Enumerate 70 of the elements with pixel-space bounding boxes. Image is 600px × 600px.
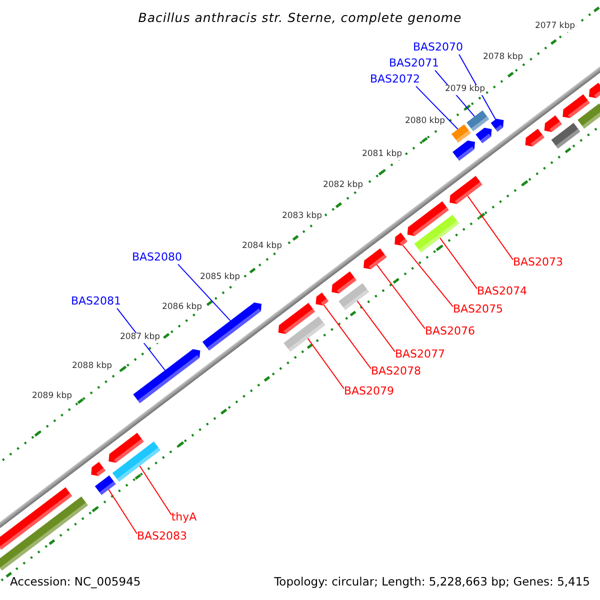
gene-feature — [133, 349, 200, 404]
leader-line — [416, 86, 458, 130]
scale-label: 2080 kbp — [404, 117, 446, 127]
gene-bar — [0, 487, 72, 550]
gene-feature — [490, 118, 504, 132]
gene-label: thyA — [171, 512, 197, 524]
gene-label: BAS2070 — [412, 42, 464, 54]
gene-feature — [316, 292, 329, 306]
gene-label: BAS2076 — [424, 326, 476, 338]
gene-feature — [278, 302, 316, 334]
scale-label: 2084 kbp — [240, 242, 284, 252]
scale-label: 2081 kbp — [360, 150, 404, 160]
gene-label: BAS2072 — [370, 74, 420, 86]
leader-line — [139, 466, 172, 516]
gene-feature — [91, 462, 106, 476]
gene-label: BAS2081 — [70, 296, 122, 308]
gene-bar — [551, 122, 580, 149]
scale-label: 2089 kbp — [30, 392, 74, 402]
leader-line — [467, 195, 514, 260]
gene-feature — [364, 248, 387, 270]
gene-bar — [466, 110, 490, 132]
gene-feature — [452, 140, 475, 161]
leader-line — [108, 489, 138, 534]
gene-feature — [450, 176, 482, 204]
gene-bar — [112, 442, 160, 482]
gene-feature — [407, 201, 449, 236]
leader-line — [402, 244, 454, 308]
leader-line — [356, 300, 396, 352]
gene-feature — [544, 115, 562, 132]
scale-label: 2086 kbp — [160, 303, 204, 313]
scale-label: 2087 kbp — [118, 333, 162, 343]
gene-feature — [332, 271, 356, 294]
gene-feature — [108, 432, 144, 463]
gene-feature — [562, 94, 590, 118]
gene-label: BAS2078 — [370, 366, 422, 378]
gene-bar — [578, 104, 600, 129]
scale-label: 2088 kbp — [70, 362, 114, 372]
gene-label: BAS2079 — [344, 386, 394, 398]
accession-label: Accession: NC_005945 — [10, 575, 141, 589]
gene-label: BAS2071 — [388, 58, 440, 70]
gene-bar — [451, 124, 471, 143]
gene-label: BAS2074 — [476, 286, 528, 298]
scale-label: 2078 kbp — [482, 53, 524, 63]
gene-label: BAS2083 — [136, 530, 188, 544]
genome-info: Topology: circular; Length: 5,228,663 bp; Genes: 5,415 — [274, 575, 590, 589]
gene-feature — [394, 232, 408, 246]
gene-label: BAS2075 — [452, 304, 504, 316]
gene-feature — [202, 302, 262, 351]
scale-label: 2079 kbp — [444, 85, 486, 95]
gene-feature — [476, 128, 492, 144]
gene-bar — [0, 496, 88, 571]
gene-feature — [525, 128, 544, 147]
leader-line — [440, 238, 478, 290]
gene-bar — [338, 283, 370, 310]
scale-label: 2077 kbp — [534, 22, 576, 32]
gene-bar — [284, 316, 326, 352]
leader-line — [178, 264, 231, 322]
gene-bar — [94, 475, 116, 496]
gene-label: BAS2073 — [512, 256, 564, 270]
gene-label: BAS2080 — [132, 252, 182, 264]
scale-label: 2082 kbp — [322, 181, 364, 191]
scale-label: 2083 kbp — [280, 212, 324, 222]
title: Bacillus anthracis str. Sterne, complete genome — [138, 10, 462, 26]
gene-feature — [588, 82, 600, 98]
scale-label: 2085 kbp — [198, 273, 242, 283]
leader-line — [376, 264, 426, 330]
gene-label: BAS2077 — [394, 348, 446, 362]
leader-line — [307, 338, 344, 390]
leader-line — [323, 304, 372, 370]
gene-bar — [414, 214, 460, 253]
